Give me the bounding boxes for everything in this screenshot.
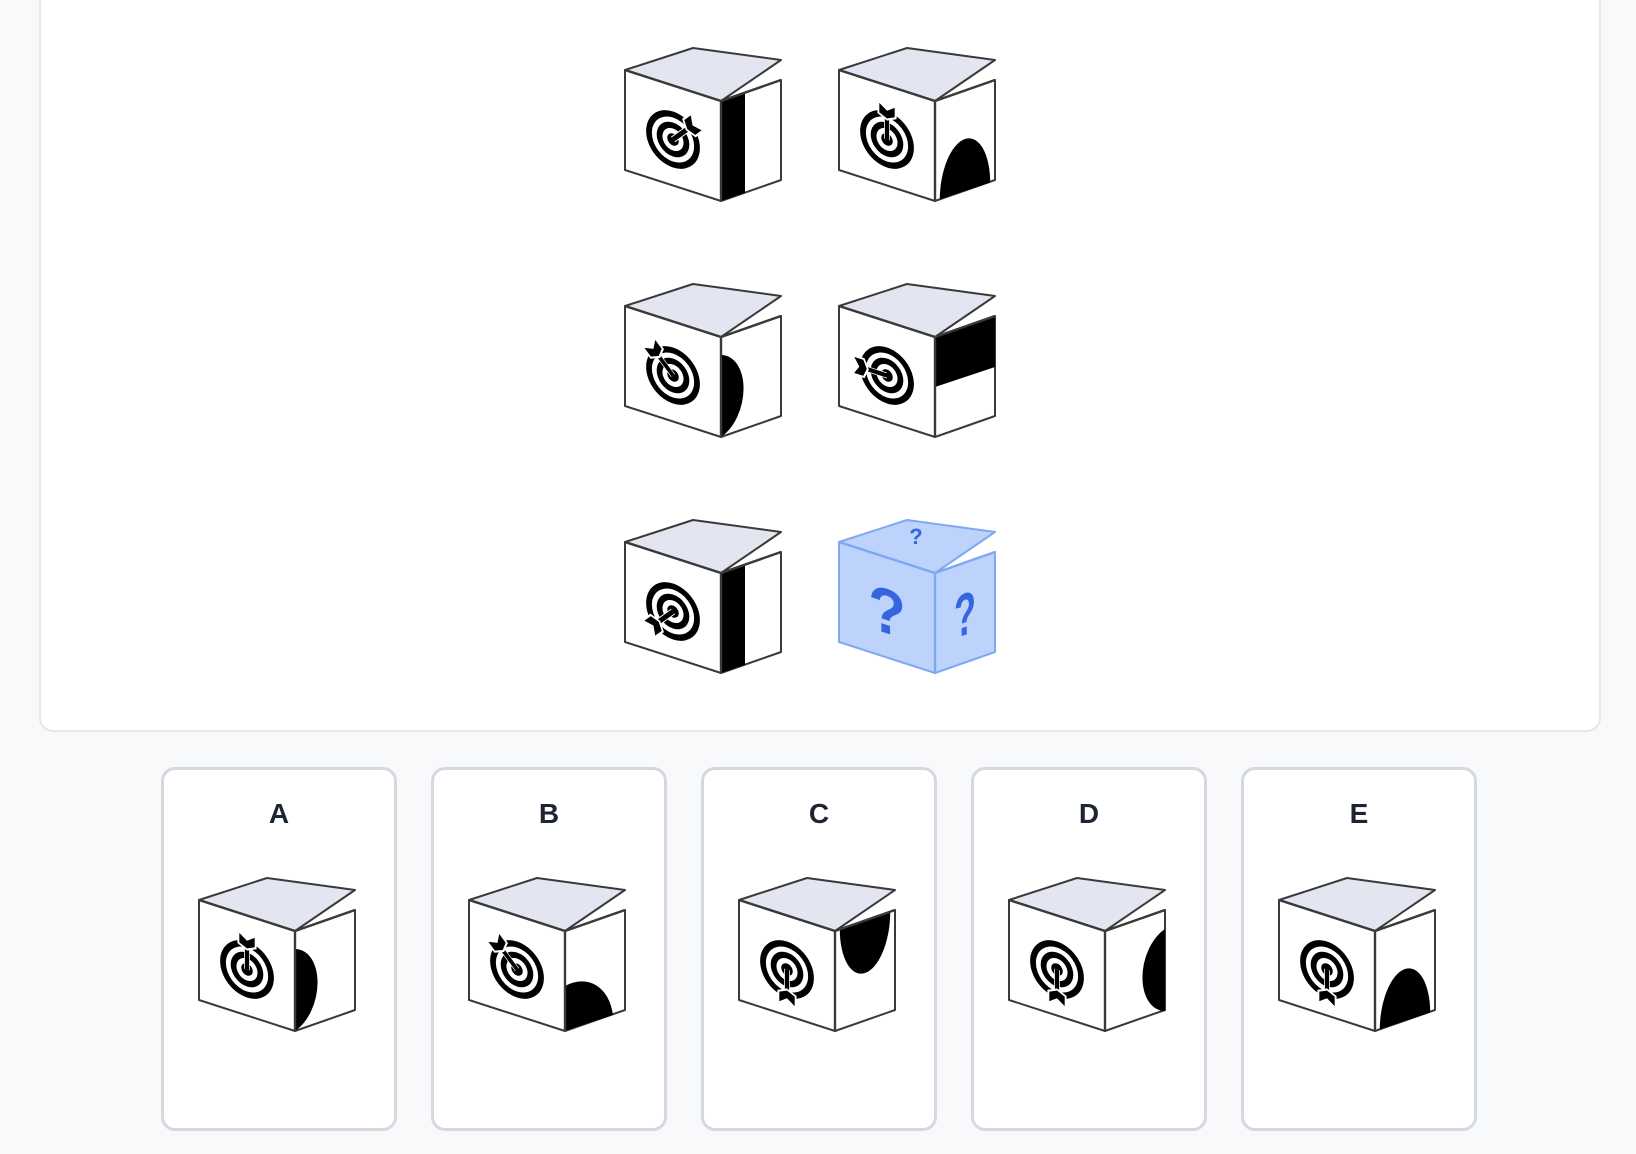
arrow-icon: [1317, 968, 1337, 1011]
half-disc-mark: [295, 948, 318, 1031]
half-disc-mark: [721, 354, 744, 437]
puzzle-cube-row2-right: [834, 276, 1004, 446]
puzzle-cube-row1-left: [620, 40, 790, 210]
option-cube: [464, 870, 634, 1040]
arrow-icon: [877, 98, 897, 141]
cube-icon: [624, 47, 782, 202]
option-cube: [1274, 870, 1444, 1040]
target-icon: [484, 929, 544, 999]
quarter-disc-mark: [565, 981, 614, 1031]
cube-icon: [838, 47, 996, 202]
puzzle-panel: [39, 0, 1601, 732]
question-mark: ?: [954, 578, 976, 652]
option-label: B: [538, 798, 560, 829]
cube-icon: [624, 283, 782, 438]
option-cube: [194, 870, 364, 1040]
puzzle-cube-row1-right: [834, 40, 1004, 210]
target-icon: [850, 346, 914, 405]
arrow-icon: [640, 335, 676, 377]
puzzle-cube-row3-left: [620, 512, 790, 682]
option-label: E: [1349, 798, 1369, 829]
target-icon: [646, 110, 706, 169]
arrow-icon: [1047, 968, 1067, 1011]
target-icon: [640, 335, 700, 405]
arrow-icon: [850, 353, 888, 379]
option-card-b[interactable]: B: [431, 767, 667, 1131]
option-card-c[interactable]: C: [701, 767, 937, 1131]
vertical-bar-mark: [721, 564, 746, 673]
target-icon: [760, 940, 814, 1011]
option-label: C: [808, 798, 830, 829]
target-icon: [860, 98, 914, 169]
half-disc-mark: [1142, 928, 1166, 1012]
arrow-icon: [237, 928, 257, 971]
puzzle-cube-row2-left: [620, 276, 790, 446]
semicircle-mark: [1379, 968, 1431, 1030]
cube-icon: [468, 877, 626, 1032]
unknown-cube: ? ? ?: [834, 512, 1004, 682]
semicircle-mark: [839, 912, 891, 974]
half-black-mark: [935, 316, 996, 387]
target-icon: [1300, 940, 1354, 1011]
cube-icon: [838, 283, 996, 438]
question-mark: ?: [909, 524, 922, 549]
arrow-icon: [484, 929, 520, 971]
vertical-bar-mark: [721, 92, 746, 201]
cube-icon: [624, 519, 782, 674]
cube-icon: [738, 877, 896, 1032]
option-label: A: [268, 798, 290, 829]
option-cube: [734, 870, 904, 1040]
semicircle-mark: [939, 138, 991, 200]
arrow-icon: [640, 608, 676, 640]
cube-icon: [1008, 877, 1166, 1032]
option-cube: [1004, 870, 1174, 1040]
option-card-a[interactable]: A: [161, 767, 397, 1131]
cube-icon: [198, 877, 356, 1032]
arrow-icon: [777, 968, 797, 1011]
target-icon: [1030, 940, 1084, 1011]
arrow-icon: [670, 111, 706, 143]
cube-icon: [1278, 877, 1436, 1032]
target-icon: [640, 582, 700, 641]
target-icon: [220, 928, 274, 999]
question-mark: ?: [868, 570, 906, 654]
cube-icon: ? ? ?: [838, 519, 996, 674]
option-label: D: [1078, 798, 1100, 829]
option-card-d[interactable]: D: [971, 767, 1207, 1131]
option-card-e[interactable]: E: [1241, 767, 1477, 1131]
